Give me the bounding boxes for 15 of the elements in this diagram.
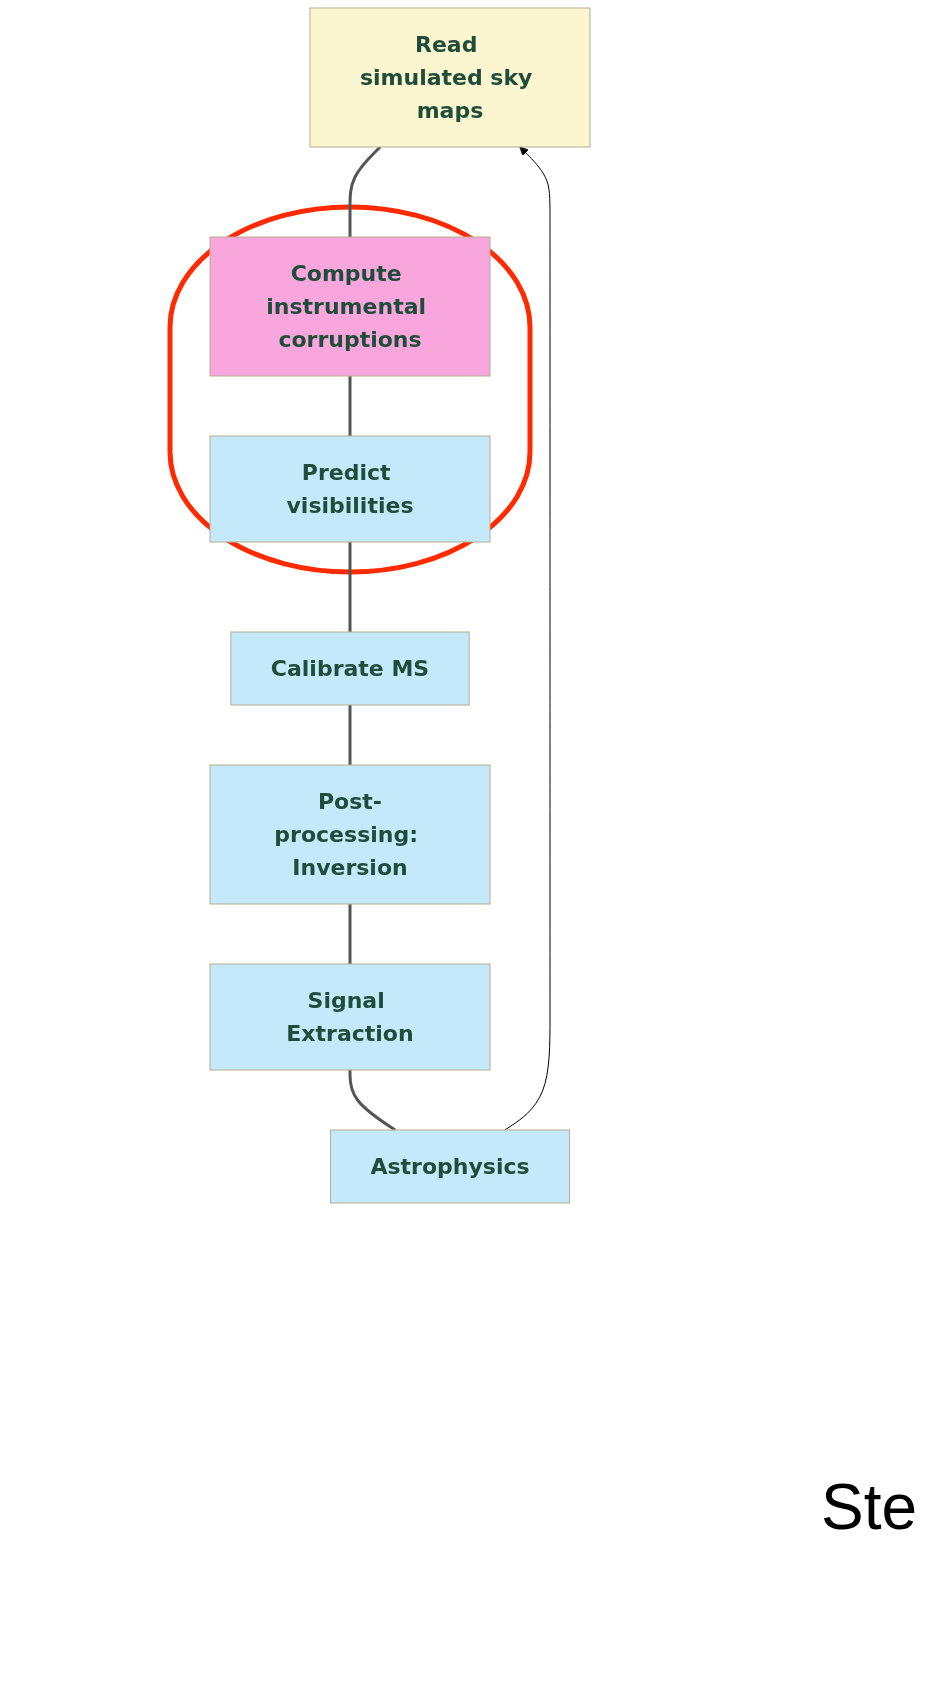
node-box: Signal Extraction xyxy=(209,963,491,1071)
connector xyxy=(348,904,352,964)
arrow xyxy=(504,146,551,1131)
node-box: Read simulated sky maps xyxy=(309,7,591,148)
node-box: Predict visibilities xyxy=(209,435,491,543)
connector xyxy=(348,542,352,632)
node-box: Post-processing: Inversion xyxy=(209,764,491,905)
heading-text: Ste xyxy=(820,1470,917,1544)
node-box: Calibrate MS xyxy=(230,631,470,706)
connector xyxy=(348,1070,396,1132)
connector xyxy=(348,705,352,765)
node-box: Compute instrumental corruptions xyxy=(209,236,491,377)
node-box: Astrophysics xyxy=(329,1129,571,1204)
connector xyxy=(348,376,352,436)
cluster xyxy=(167,204,533,575)
